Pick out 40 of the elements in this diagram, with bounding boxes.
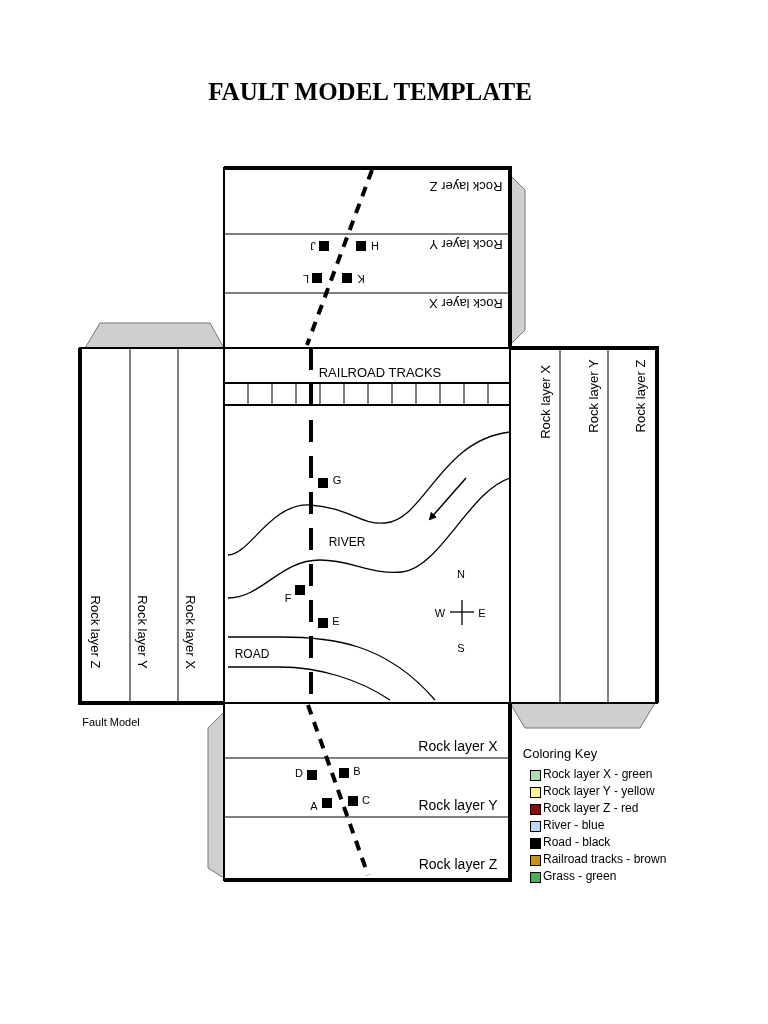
point-label: C — [362, 794, 370, 806]
layer-label: Rock layer Z — [418, 857, 498, 871]
compass-letter: W — [434, 607, 446, 619]
legend-text: Road - black — [543, 836, 611, 848]
compass-letter: S — [457, 642, 465, 654]
point-label: F — [284, 592, 292, 604]
point-label: K — [357, 272, 365, 284]
layer-label: Rock layer Z — [633, 359, 647, 433]
layer-label: Rock layer X — [538, 365, 552, 439]
title: FAULT MODEL TEMPLATE — [208, 78, 532, 106]
layer-label: Rock layer Y — [135, 595, 149, 669]
legend-text: Rock layer Z - red — [543, 802, 639, 814]
point-label: G — [332, 474, 342, 486]
legend-text: Rock layer Y - yellow — [543, 785, 655, 797]
layer-label: Rock layer Y — [429, 237, 503, 251]
point-label: D — [295, 767, 303, 779]
layer-label: Rock layer X — [183, 595, 197, 669]
point-label: E — [332, 615, 340, 627]
layer-label: Rock layer Z — [429, 179, 503, 193]
layer-label: Rock layer X — [429, 296, 503, 310]
caption: Fault Model — [82, 716, 140, 728]
point-label: L — [302, 272, 310, 284]
layer-label: Rock layer X — [418, 739, 498, 753]
point-label: A — [310, 800, 318, 812]
compass-letter: E — [478, 607, 486, 619]
legend-text: River - blue — [543, 819, 605, 831]
compass-letter: N — [457, 568, 465, 580]
legend-text: Grass - green — [543, 870, 617, 882]
legend-heading: Coloring Key — [522, 746, 598, 760]
road-label: ROAD — [234, 648, 270, 660]
point-label: J — [310, 239, 316, 251]
legend-text: Rock layer X - green — [543, 768, 653, 780]
point-label: H — [371, 239, 379, 251]
river-label: RIVER — [328, 536, 366, 548]
layer-label: Rock layer Y — [586, 359, 600, 433]
track-label: RAILROAD TRACKS — [318, 365, 442, 379]
point-label: B — [353, 765, 361, 777]
legend-text: Railroad tracks - brown — [543, 853, 667, 865]
layer-label: Rock layer Y — [418, 798, 498, 812]
layer-label: Rock layer Z — [88, 595, 102, 669]
